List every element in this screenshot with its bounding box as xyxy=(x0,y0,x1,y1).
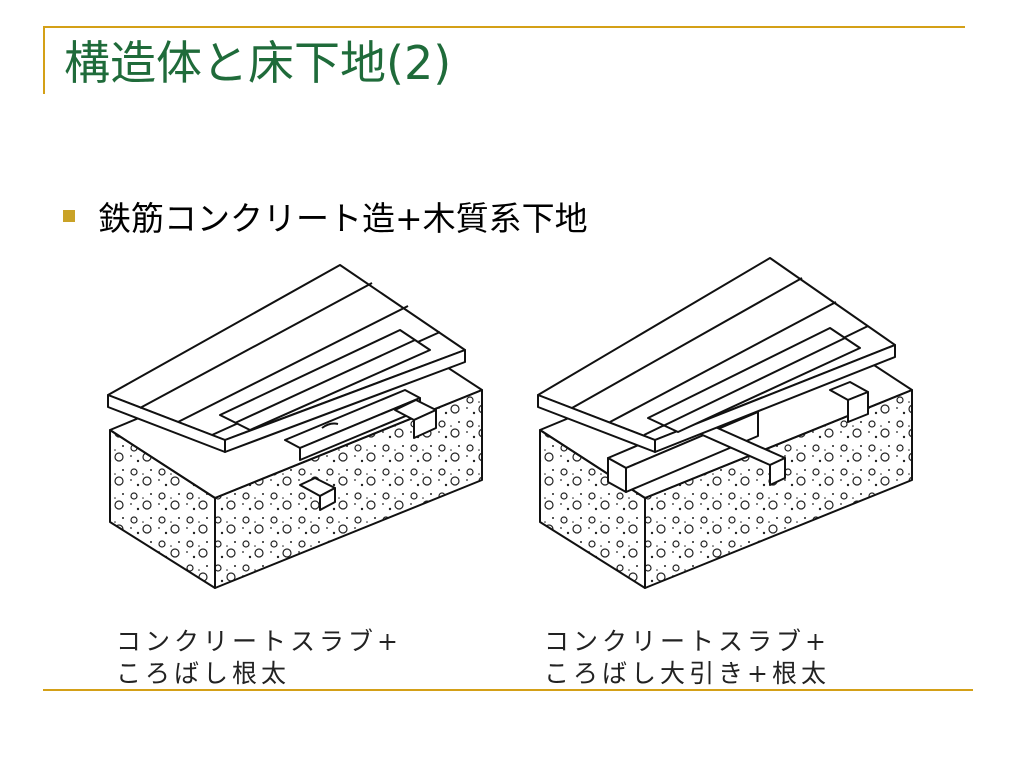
slab-side xyxy=(644,389,913,589)
slab-side xyxy=(214,389,483,589)
caption-line: コンクリートスラブ+ xyxy=(544,627,830,656)
figure-caption-left: コンクリートスラブ+ ころばし根太 xyxy=(116,626,402,690)
caption-line: ころばし根太 xyxy=(116,659,291,688)
frame-left-rule xyxy=(43,26,45,94)
frame-top-rule xyxy=(43,26,965,28)
bullet-text: 鉄筋コンクリート造+木質系下地 xyxy=(98,199,588,238)
bullet-square-icon xyxy=(63,210,75,222)
illustration-right xyxy=(537,257,913,589)
caption-line: コンクリートスラブ+ xyxy=(116,627,402,656)
figure-caption-right: コンクリートスラブ+ ころばし大引き+根太 xyxy=(544,626,830,690)
slide-title: 構造体と床下地(2) xyxy=(64,36,452,90)
floor-structure-illustrations xyxy=(107,257,913,589)
caption-line: ころばし大引き+根太 xyxy=(544,659,830,688)
illustration-left xyxy=(107,264,483,589)
frame-bottom-rule xyxy=(43,689,973,691)
